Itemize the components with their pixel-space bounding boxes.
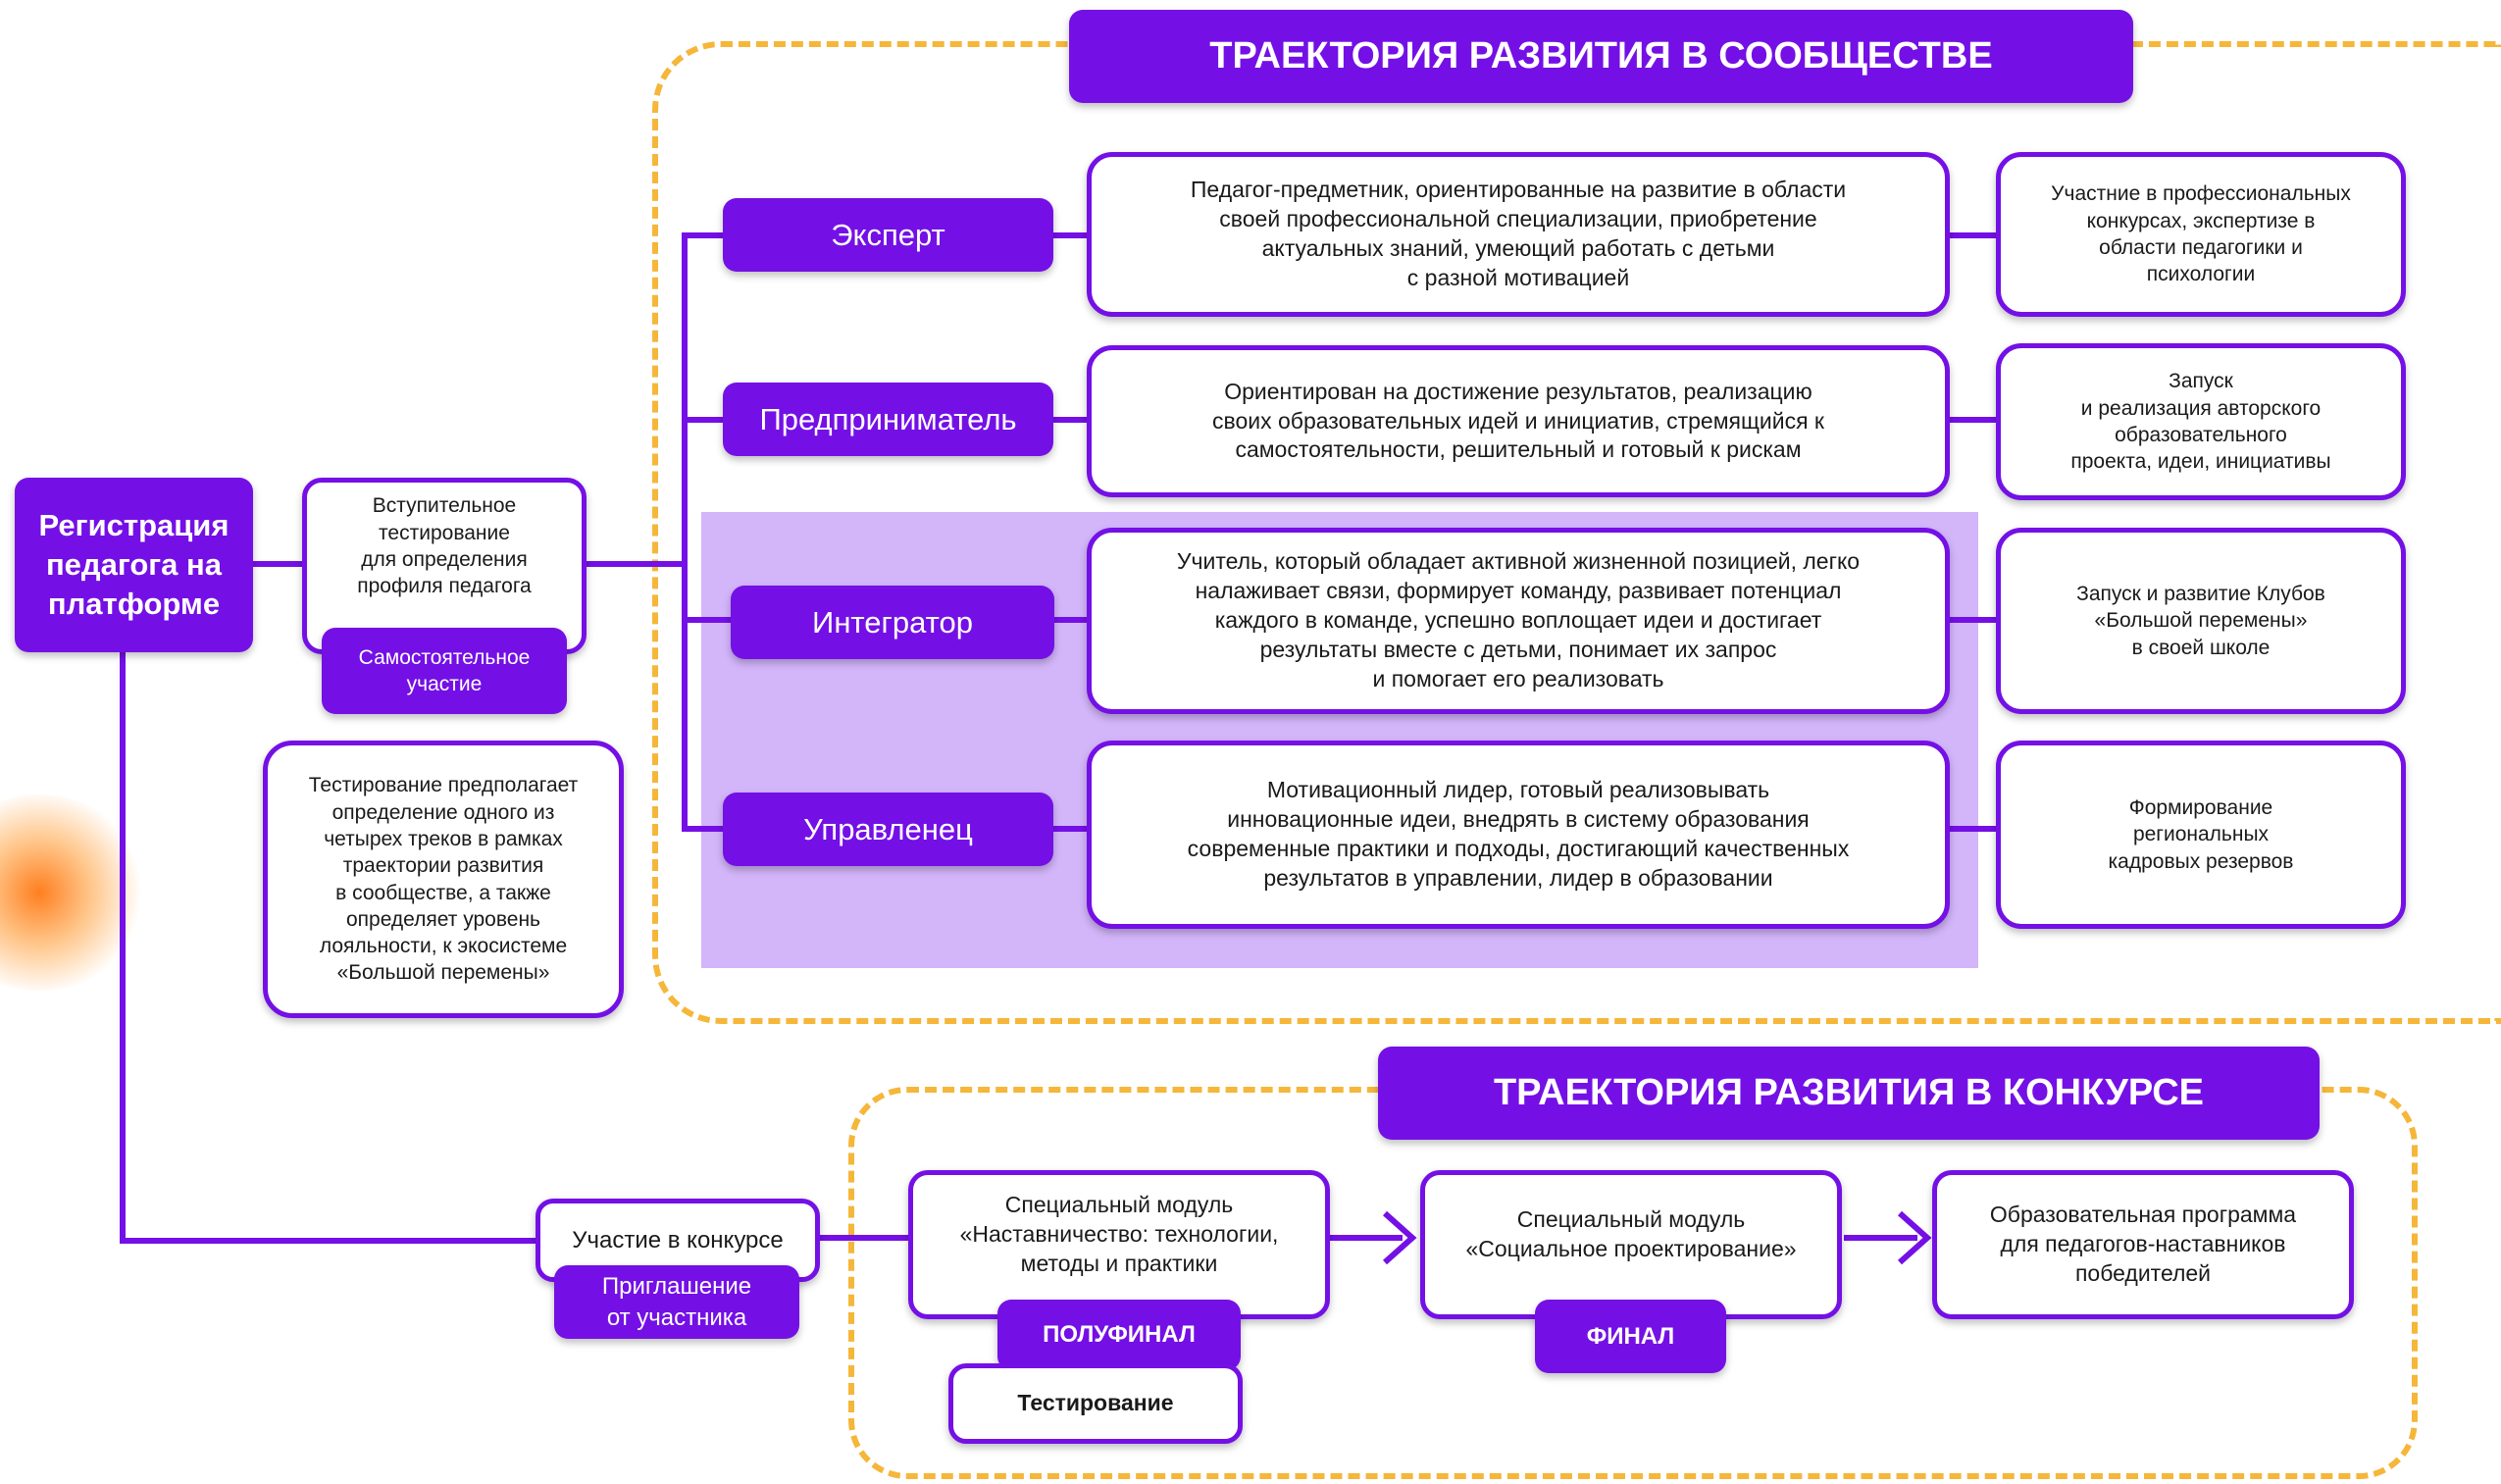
final-label: ФИНАЛ [1586,1322,1675,1350]
track-expert: Эксперт [723,198,1053,272]
independent-participation-label: Самостоятельное участие [358,645,531,695]
registration-label: Регистрация педагога на платформе [38,507,230,622]
track-manager-description: Мотивационный лидер, готовый реализовыва… [1087,741,1950,929]
contest-participation-label: Участие в конкурсе [572,1226,784,1254]
intro-test-label: Вступительное тестирование для определен… [357,494,532,598]
track-expert-outcome: Участние в профессиональных конкурсах, э… [1996,152,2406,317]
track-entrepreneur: Предприниматель [723,383,1053,456]
track-expert-outcome-text: Участние в профессиональных конкурсах, э… [2051,182,2351,286]
invitation-tag: Приглашение от участника [554,1265,799,1339]
testing-note: Тестирование предполагает определение од… [263,741,624,1018]
stage-social-design-module: Специальный модуль «Социальное проектиро… [1420,1170,1842,1319]
track-integrator-description: Учитель, который обладает активной жизне… [1087,528,1950,714]
community-title: ТРАЕКТОРИЯ РАЗВИТИЯ В СООБЩЕСТВЕ [1069,10,2133,103]
stage-mentoring-module-label: Специальный модуль «Наставничество: техн… [959,1192,1279,1276]
track-integrator: Интегратор [731,586,1054,659]
track-expert-description: Педагог-предметник, ориентированные на р… [1087,152,1950,317]
stage-educational-program: Образовательная программа для педагогов-… [1932,1170,2354,1319]
semifinal-tag: ПОЛУФИНАЛ [997,1300,1241,1370]
track-entrepreneur-description: Ориентирован на достижение результатов, … [1087,345,1950,497]
testing-tag: Тестирование [948,1363,1243,1444]
track-integrator-outcome-text: Запуск и развитие Клубов «Большой переме… [2076,583,2325,659]
stage-educational-program-label: Образовательная программа для педагогов-… [1989,1202,2297,1286]
testing-note-text: Тестирование предполагает определение од… [308,774,579,985]
track-manager-label: Управленец [803,811,973,846]
track-manager-outcome: Формирование региональных кадровых резер… [1996,741,2406,929]
registration-node: Регистрация педагога на платформе [15,478,253,652]
track-entrepreneur-description-text: Ориентирован на достижение результатов, … [1212,378,1824,463]
independent-participation-tag: Самостоятельное участие [322,628,567,714]
track-integrator-description-text: Учитель, который обладает активной жизне… [1176,548,1861,691]
contest-title-text: ТРАЕКТОРИЯ РАЗВИТИЯ В КОНКУРСЕ [1493,1072,2205,1113]
intro-test-node: Вступительное тестирование для определен… [302,478,587,654]
semifinal-label: ПОЛУФИНАЛ [1043,1321,1196,1348]
final-tag: ФИНАЛ [1535,1300,1726,1373]
track-entrepreneur-label: Предприниматель [759,401,1017,436]
track-integrator-label: Интегратор [812,604,973,640]
stage-mentoring-module: Специальный модуль «Наставничество: техн… [908,1170,1330,1319]
track-entrepreneur-outcome-text: Запуск и реализация авторского образоват… [2070,370,2331,474]
track-manager-description-text: Мотивационный лидер, готовый реализовыва… [1187,777,1850,891]
invitation-label: Приглашение от участника [601,1273,752,1331]
testing-tag-label: Тестирование [1017,1390,1174,1416]
community-title-text: ТРАЕКТОРИЯ РАЗВИТИЯ В СООБЩЕСТВЕ [1209,35,1993,77]
contest-title: ТРАЕКТОРИЯ РАЗВИТИЯ В КОНКУРСЕ [1378,1047,2320,1140]
track-expert-description-text: Педагог-предметник, ориентированные на р… [1190,177,1847,290]
track-expert-label: Эксперт [831,217,945,252]
track-entrepreneur-outcome: Запуск и реализация авторского образоват… [1996,343,2406,500]
track-integrator-outcome: Запуск и развитие Клубов «Большой переме… [1996,528,2406,714]
track-manager: Управленец [723,793,1053,866]
track-manager-outcome-text: Формирование региональных кадровых резер… [2108,796,2294,873]
stage-social-design-module-label: Специальный модуль «Социальное проектиро… [1465,1206,1797,1261]
